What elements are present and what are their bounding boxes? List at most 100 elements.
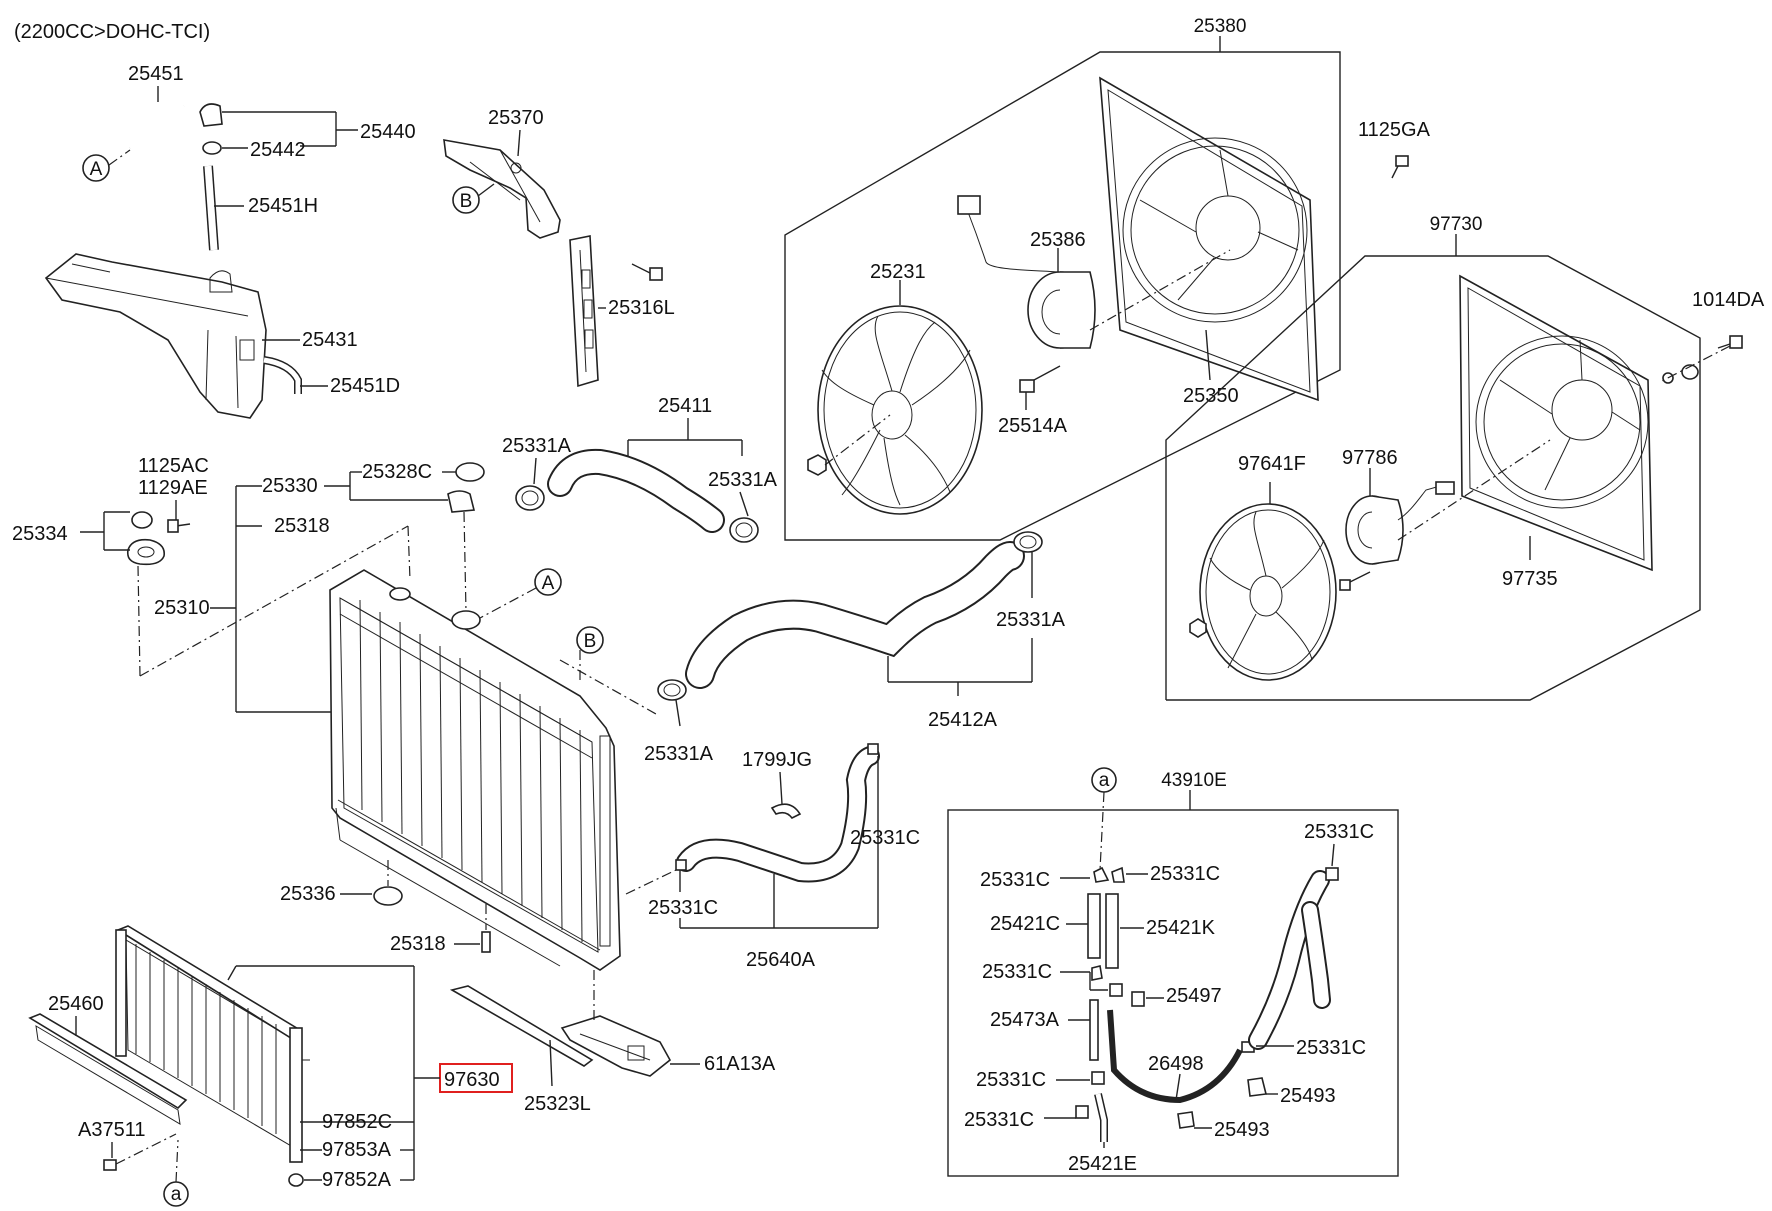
part-label-25310[interactable]: 25310 — [154, 597, 210, 619]
clamp-25331C-1 — [867, 743, 879, 755]
screw-25514A — [1019, 365, 1061, 393]
hose-25640A — [676, 746, 880, 883]
part-label-26498[interactable]: 26498 — [1148, 1053, 1204, 1075]
part-label-25497[interactable]: 25497 — [1166, 985, 1222, 1007]
part-label-25331C-k5[interactable]: 25331C — [1304, 821, 1374, 843]
part-label-25412A[interactable]: 25412A — [928, 709, 998, 731]
part-label-25421K[interactable]: 25421K — [1146, 917, 1216, 939]
hose-25412A — [685, 541, 1025, 689]
part-label-1014DA[interactable]: 1014DA — [1692, 289, 1765, 311]
part-label-A37511[interactable]: A37511 — [78, 1119, 145, 1141]
part-label-25442[interactable]: 25442 — [250, 139, 306, 161]
marker-B-label-1: B — [460, 191, 473, 212]
marker-A-label-2: A — [542, 573, 555, 594]
part-label-1125GA[interactable]: 1125GA — [1358, 119, 1431, 141]
part-label-25514A[interactable]: 25514A — [998, 415, 1068, 437]
part-label-97853A[interactable]: 97853A — [322, 1139, 392, 1161]
part-label-25331A-2[interactable]: 25331A — [708, 469, 778, 491]
part-label-97852C[interactable]: 97852C — [322, 1111, 392, 1133]
bracket-61A13A — [560, 1015, 672, 1077]
fan-motor-97786 — [1345, 481, 1455, 565]
part-label-97630[interactable]: 97630 — [444, 1069, 500, 1091]
bolt-A37511 — [103, 1133, 177, 1171]
bolt-1125GA — [1391, 155, 1409, 179]
marker-A-radiator — [534, 568, 562, 596]
screw-97786 — [1349, 571, 1371, 583]
part-label-61A13A[interactable]: 61A13A — [704, 1053, 776, 1075]
part-label-25331C-k3[interactable]: 25331C — [982, 961, 1052, 983]
part-label-97641F[interactable]: 97641F — [1238, 453, 1306, 475]
clamp-25331A-4 — [1013, 531, 1043, 553]
hose-kit-box-43910E — [947, 809, 1399, 1177]
part-label-25451[interactable]: 25451 — [128, 63, 184, 85]
part-label-25331C-k6[interactable]: 25331C — [976, 1069, 1046, 1091]
part-label-25331C-k1[interactable]: 25331C — [980, 869, 1050, 891]
part-label-25451D[interactable]: 25451D — [330, 375, 400, 397]
part-label-25493-2[interactable]: 25493 — [1214, 1119, 1270, 1141]
part-label-25440[interactable]: 25440 — [360, 121, 416, 143]
fan-assembly-box-97730 — [1165, 234, 1701, 701]
cap-25442 — [199, 103, 223, 155]
part-label-25330[interactable]: 25330 — [262, 475, 318, 497]
part-label-25411[interactable]: 25411 — [658, 395, 712, 417]
fan-motor-25386 — [957, 195, 1096, 349]
part-label-97786[interactable]: 97786 — [1342, 447, 1398, 469]
marker-B-bracket — [452, 186, 480, 214]
part-label-25318-top[interactable]: 25318 — [274, 515, 330, 537]
part-label-25331A-3[interactable]: 25331A — [644, 743, 714, 765]
part-label-25331A-4[interactable]: 25331A — [996, 609, 1066, 631]
part-label-25421C[interactable]: 25421C — [990, 913, 1060, 935]
hose-25451 — [127, 103, 185, 149]
part-label-25231[interactable]: 25231 — [870, 261, 926, 283]
part-label-97735[interactable]: 97735 — [1502, 568, 1558, 590]
part-label-97852A[interactable]: 97852A — [322, 1169, 392, 1191]
part-label-25386[interactable]: 25386 — [1030, 229, 1086, 251]
part-label-43910E[interactable]: 43910E — [1161, 770, 1227, 791]
hose-25451H — [203, 165, 219, 251]
marker-A-reservoir — [82, 154, 110, 182]
cap-25328C — [455, 462, 485, 482]
part-label-25493-1[interactable]: 25493 — [1280, 1085, 1336, 1107]
part-label-25331A-1[interactable]: 25331A — [502, 435, 572, 457]
part-label-25331C-k2[interactable]: 25331C — [1150, 863, 1220, 885]
part-label-25451H[interactable]: 25451H — [248, 195, 318, 217]
fan-nut — [807, 454, 827, 476]
hose-kit-parts — [1075, 866, 1339, 1142]
part-label-25336[interactable]: 25336 — [280, 883, 336, 905]
mount-25334 — [126, 511, 191, 566]
radiator-cap-25330 — [447, 490, 476, 513]
part-label-25431[interactable]: 25431 — [302, 329, 358, 351]
fan-assembly-box-25380 — [784, 36, 1341, 541]
marker-a-label-1: a — [171, 1184, 182, 1205]
grommet-25336 — [373, 860, 403, 906]
bracket-25316L — [569, 235, 599, 388]
part-label-25460[interactable]: 25460 — [48, 993, 104, 1015]
part-label-1125AC[interactable]: 1125AC — [138, 455, 209, 477]
part-label-25380[interactable]: 25380 — [1194, 16, 1247, 37]
marker-B-label-2: B — [584, 631, 597, 652]
fan-shroud-25350 — [1099, 76, 1319, 402]
part-label-25323L[interactable]: 25323L — [524, 1093, 591, 1115]
part-label-25421E[interactable]: 25421E — [1068, 1153, 1137, 1175]
part-label-1799JG[interactable]: 1799JG — [742, 749, 812, 771]
part-label-25331C-1[interactable]: 25331C — [850, 827, 920, 849]
part-label-97730[interactable]: 97730 — [1430, 214, 1483, 235]
part-label-25370[interactable]: 25370 — [488, 107, 544, 129]
part-label-1129AE[interactable]: 1129AE — [138, 477, 208, 499]
clamp-25331C-2 — [675, 859, 687, 871]
part-label-25640A[interactable]: 25640A — [746, 949, 816, 971]
clamp-25331A-2 — [729, 517, 759, 543]
part-label-25328C[interactable]: 25328C — [362, 461, 432, 483]
part-label-25473A[interactable]: 25473A — [990, 1009, 1060, 1031]
part-label-25318-bottom[interactable]: 25318 — [390, 933, 446, 955]
part-label-25331C-k7[interactable]: 25331C — [964, 1109, 1034, 1131]
part-label-25316L[interactable]: 25316L — [608, 297, 675, 319]
part-label-25334[interactable]: 25334 — [12, 523, 68, 545]
part-label-25331C-2[interactable]: 25331C — [648, 897, 718, 919]
part-label-25350[interactable]: 25350 — [1183, 385, 1239, 407]
radiator-25310 — [329, 569, 621, 971]
bracket-25370 — [443, 139, 561, 239]
part-label-25331C-k4[interactable]: 25331C — [1296, 1037, 1366, 1059]
